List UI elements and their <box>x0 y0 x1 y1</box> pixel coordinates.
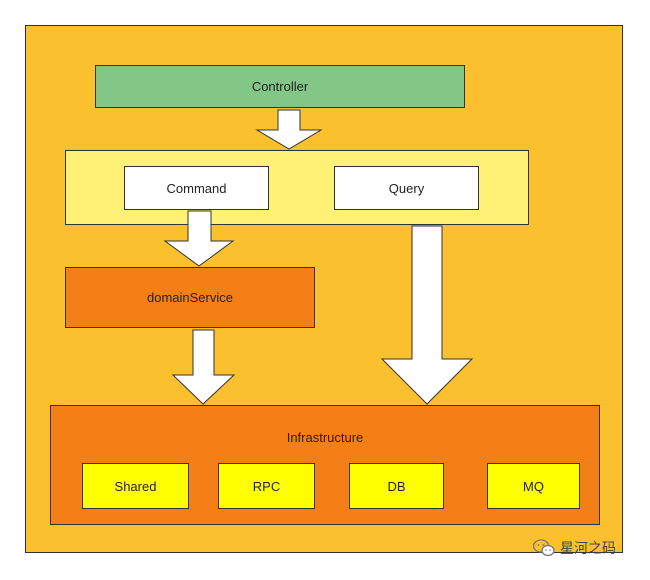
arrow-controller-to-cq <box>255 109 323 150</box>
rpc-box: RPC <box>218 463 315 509</box>
infrastructure-label: Infrastructure <box>286 430 364 445</box>
shared-label: Shared <box>114 478 157 494</box>
query-label: Query <box>388 180 425 196</box>
controller-box: Controller <box>95 65 465 108</box>
watermark-text: 星河之码 <box>560 541 616 557</box>
arrow-domain-to-infra <box>171 329 236 405</box>
controller-label: Controller <box>251 79 309 94</box>
command-box: Command <box>124 166 269 210</box>
command-label: Command <box>166 180 227 196</box>
shared-box: Shared <box>82 463 189 509</box>
db-box: DB <box>349 463 444 509</box>
mq-label: MQ <box>523 478 544 494</box>
domain-service-box: domainService <box>65 267 315 328</box>
watermark: 星河之码 <box>533 538 616 558</box>
db-label: DB <box>387 478 406 494</box>
mq-box: MQ <box>487 463 580 509</box>
arrow-query-to-infra <box>380 225 474 405</box>
arrow-command-to-domain <box>163 210 235 267</box>
wechat-icon <box>533 539 555 557</box>
rpc-label: RPC <box>252 478 281 494</box>
domain-service-label: domainService <box>147 290 233 305</box>
query-box: Query <box>334 166 479 210</box>
